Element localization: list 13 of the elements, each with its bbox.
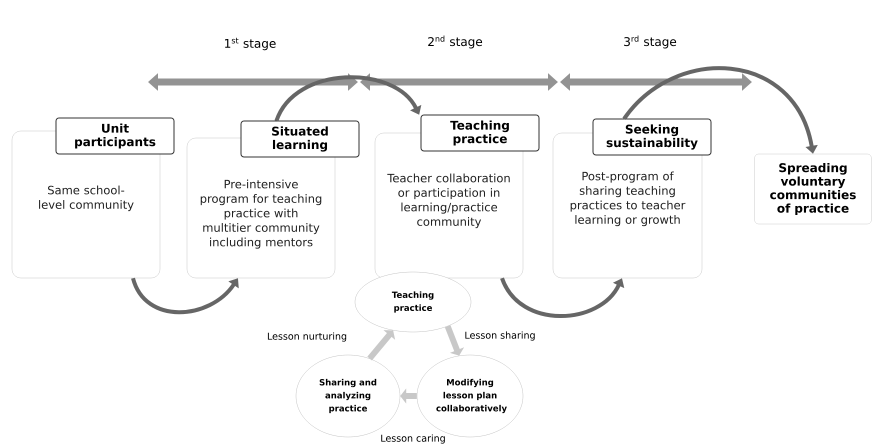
stage-label: 2$^{nd}$ stage: [428, 36, 482, 48]
heading-tab: Situated learning: [240, 120, 360, 158]
heading-tab: Unit participants: [56, 118, 174, 154]
heading-tab: Seeking sustainability: [592, 118, 712, 156]
edge-label: Lesson nurturing: [266, 331, 348, 343]
heading-tab: Teaching practice: [420, 114, 540, 152]
stage-label: 1$^{st}$ stage: [225, 38, 276, 50]
outcome-box: Spreading voluntary communities of practice: [754, 154, 872, 224]
arrow: [131, 278, 239, 314]
stage-label: 3$^{rd}$ stage: [624, 36, 676, 48]
edge-label: Lesson sharing: [463, 330, 537, 342]
arrow: [444, 325, 464, 356]
arrow: [274, 75, 422, 122]
